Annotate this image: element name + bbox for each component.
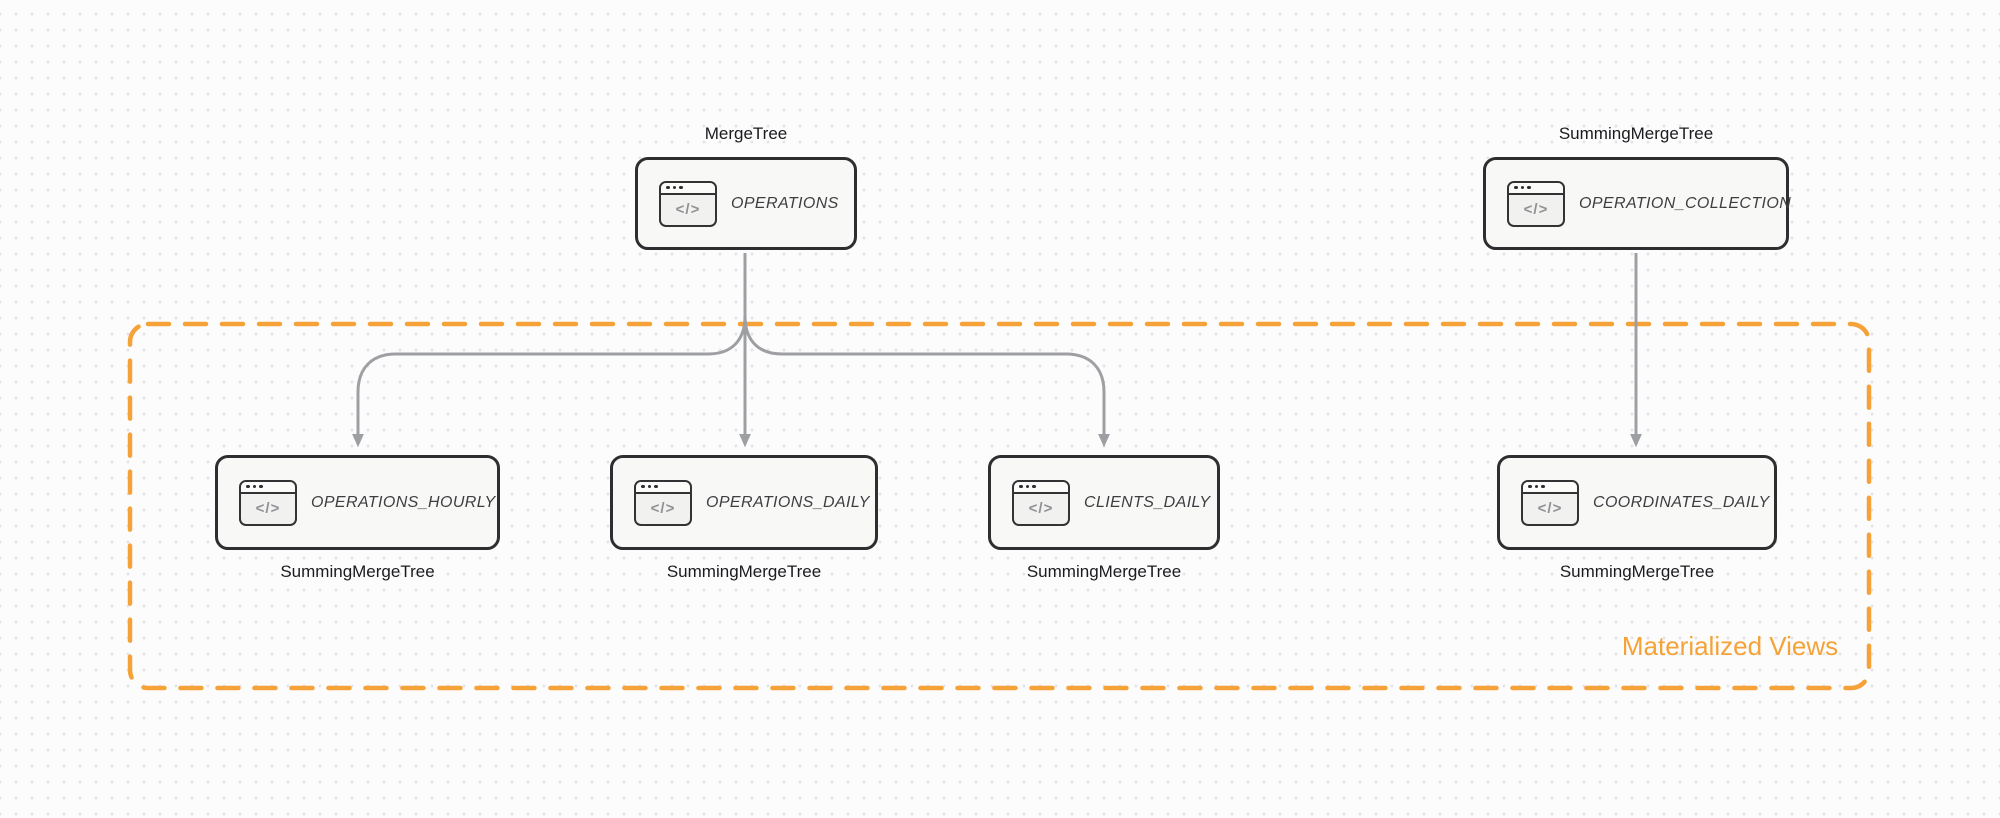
node-label: CLIENTS_DAILY	[1084, 493, 1211, 511]
window-dot	[246, 484, 250, 489]
window-dot	[1534, 484, 1538, 489]
code-glyph: </>	[1537, 500, 1563, 517]
window-dot	[1514, 185, 1518, 190]
code-window-icon: </>	[634, 479, 692, 526]
node-label: OPERATIONS_HOURLY	[311, 493, 496, 511]
code-glyph: </>	[675, 201, 701, 218]
window-titlebar	[241, 481, 295, 494]
node-operations-hourly: </> OPERATIONS_HOURLY	[215, 455, 500, 550]
engine-label-operations-daily: SummingMergeTree	[666, 562, 822, 581]
code-window-icon: </>	[239, 479, 297, 526]
materialized-views-label: Materialized Views	[1621, 631, 1839, 661]
window-dot	[252, 484, 256, 489]
node-clients-daily: </> CLIENTS_DAILY	[988, 455, 1220, 550]
engine-label-operations-hourly: SummingMergeTree	[280, 562, 435, 581]
arrow-operations-to-operations-hourly	[352, 298, 747, 448]
code-window-icon: </>	[659, 180, 717, 227]
window-dot	[1541, 484, 1545, 489]
code-glyph: </>	[1523, 201, 1549, 218]
window-dot	[1025, 484, 1029, 489]
window-dot	[672, 185, 676, 190]
node-label: OPERATIONS_DAILY	[706, 493, 870, 511]
node-label: OPERATION_COLLECTION	[1579, 194, 1792, 212]
window-dot	[679, 185, 683, 190]
window-titlebar	[661, 182, 715, 195]
window-dot	[1032, 484, 1036, 489]
window-dot	[654, 484, 658, 489]
node-operations: </> OPERATIONS	[635, 157, 857, 250]
window-titlebar	[1523, 481, 1577, 494]
window-dot	[641, 484, 645, 489]
window-dot	[1520, 185, 1524, 190]
node-operation-collection: </> OPERATION_COLLECTION	[1483, 157, 1792, 250]
window-titlebar	[1509, 182, 1563, 195]
engine-label-operation-collection: SummingMergeTree	[1558, 124, 1714, 143]
node-operations-daily: </> OPERATIONS_DAILY	[610, 455, 878, 550]
window-dot	[1019, 484, 1023, 489]
code-window-icon: </>	[1521, 479, 1579, 526]
window-dot	[1528, 484, 1532, 489]
window-dot	[1527, 185, 1531, 190]
engine-label-clients-daily: SummingMergeTree	[1026, 562, 1182, 581]
window-titlebar	[636, 481, 690, 494]
arrow-operations-to-clients-daily	[743, 298, 1110, 448]
code-window-icon: </>	[1012, 479, 1070, 526]
window-dot	[647, 484, 651, 489]
window-titlebar	[1014, 481, 1068, 494]
engine-label-operations: MergeTree	[704, 124, 788, 143]
code-window-icon: </>	[1507, 180, 1565, 227]
node-label: OPERATIONS	[731, 194, 839, 212]
code-glyph: </>	[650, 500, 676, 517]
window-dot	[259, 484, 263, 489]
engine-label-coordinates-daily: SummingMergeTree	[1559, 562, 1715, 581]
code-glyph: </>	[1028, 500, 1054, 517]
node-label: COORDINATES_DAILY	[1593, 493, 1770, 511]
node-coordinates-daily: </> COORDINATES_DAILY	[1497, 455, 1777, 550]
window-dot	[666, 185, 670, 190]
code-glyph: </>	[255, 500, 281, 517]
